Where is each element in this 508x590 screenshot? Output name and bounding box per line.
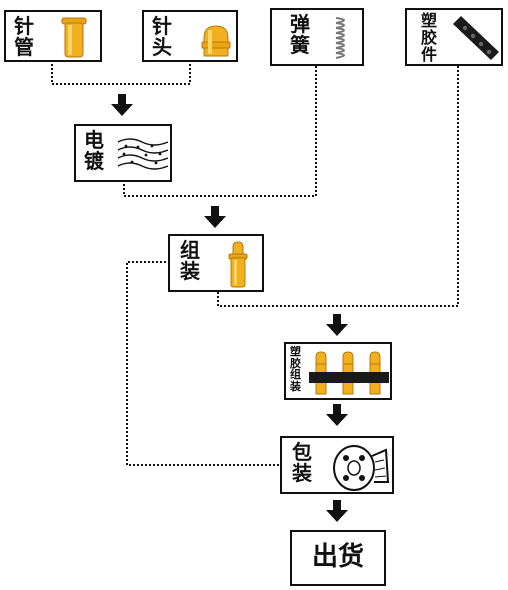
connector-spring-assembly xyxy=(123,66,317,197)
plastic-strip-icon xyxy=(453,16,499,60)
arrow-to-plastic-assembly xyxy=(326,314,348,336)
plastic-assembly-label-3: 组 xyxy=(290,368,301,382)
spring-label-2: 簧 xyxy=(290,33,310,57)
spring-label-1: 弹 xyxy=(290,12,310,36)
plating-box: 电 镀 xyxy=(74,124,172,182)
needle-tube-label-1: 针 xyxy=(14,14,34,38)
needle-tube-icon xyxy=(61,17,87,58)
packaging-label-2: 装 xyxy=(292,461,312,485)
spring-box: 弹 簧 xyxy=(270,8,364,66)
shipment-label: 出货 xyxy=(311,542,364,573)
assembly-label-1: 组 xyxy=(180,238,200,262)
packaging-label-1: 包 xyxy=(292,440,312,464)
assembly-box: 组 装 xyxy=(168,234,264,292)
plating-label-1: 电 xyxy=(84,128,104,152)
plastic-part-label-1: 塑 xyxy=(421,11,438,30)
arrow-to-assembly xyxy=(204,206,226,228)
tape-reel-icon xyxy=(333,445,390,491)
shipment-box: 出货 xyxy=(290,530,386,586)
needle-head-box: 针 头 xyxy=(142,10,238,62)
needle-head-label-2: 头 xyxy=(152,35,172,59)
packaging-box: 包 装 xyxy=(280,436,394,494)
plastic-assembly-box: 塑 胶 组 装 xyxy=(284,342,392,400)
plastic-part-box: 塑 胶 件 xyxy=(405,8,503,66)
connector-plastic-plating xyxy=(217,66,459,307)
assembly-label-2: 装 xyxy=(180,259,200,283)
needle-tube-box: 针 管 xyxy=(4,10,102,62)
spring-icon xyxy=(335,17,345,59)
pogo-pin-icon xyxy=(228,241,248,288)
arrow-to-plating xyxy=(111,94,133,116)
plating-label-2: 镀 xyxy=(84,149,104,173)
arrow-to-shipment xyxy=(326,500,348,522)
needle-tube-label-2: 管 xyxy=(14,35,34,59)
arrow-to-packaging xyxy=(326,404,348,426)
plating-bath-icon xyxy=(117,138,169,170)
plastic-part-label-3: 件 xyxy=(421,44,438,64)
plastic-assembly-label-2: 胶 xyxy=(290,356,301,370)
needle-head-label-1: 针 xyxy=(152,14,172,38)
plastic-part-label-2: 胶 xyxy=(421,27,438,47)
pin-strip-icon xyxy=(309,351,389,395)
needle-head-icon xyxy=(201,25,231,57)
plastic-assembly-label-1: 塑 xyxy=(290,345,301,358)
connector-tube-head xyxy=(51,60,191,85)
plastic-assembly-label-4: 装 xyxy=(290,379,301,393)
connector-assembly-packaging xyxy=(126,261,282,466)
